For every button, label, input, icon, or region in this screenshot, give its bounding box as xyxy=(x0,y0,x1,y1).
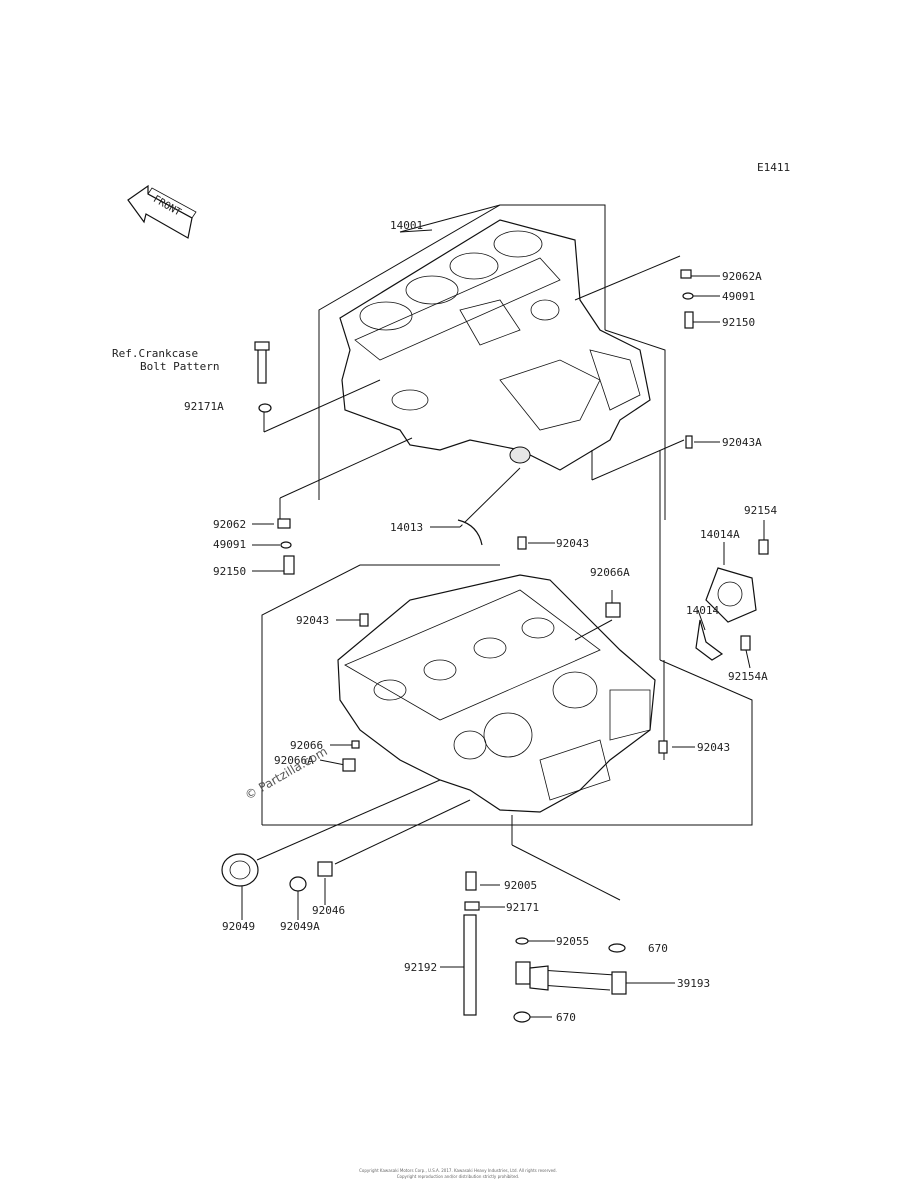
label-92150-top: 92150 xyxy=(722,316,755,329)
label-49091-top: 49091 xyxy=(722,290,755,303)
note-line-1: Ref.Crankcase xyxy=(112,347,198,360)
label-92066: 92066 xyxy=(290,739,323,752)
label-670-a: 670 xyxy=(648,942,668,955)
label-92049A: 92049A xyxy=(280,920,320,933)
label-92043-a: 92043 xyxy=(556,537,589,550)
label-49091: 49091 xyxy=(213,538,246,551)
label-92154A: 92154A xyxy=(728,670,768,683)
footer-line-1: Copyright Kawasaki Motors Corp., U.S.A. … xyxy=(359,1168,557,1173)
label-92005: 92005 xyxy=(504,879,537,892)
label-92046: 92046 xyxy=(312,904,345,917)
watermark: © Partzilla.com xyxy=(243,744,330,802)
lower-group-frame xyxy=(261,450,753,826)
label-92066A-right: 92066A xyxy=(590,566,630,579)
label-14013: 14013 xyxy=(390,521,423,534)
label-92150: 92150 xyxy=(213,565,246,578)
label-92062A: 92062A xyxy=(722,270,762,283)
label-14014A: 14014A xyxy=(700,528,740,541)
small-parts xyxy=(221,269,769,1023)
label-39193: 39193 xyxy=(677,977,710,990)
label-92171: 92171 xyxy=(506,901,539,914)
label-92154: 92154 xyxy=(744,504,777,517)
leader-lines xyxy=(241,229,765,1018)
lower-crankcase xyxy=(337,574,656,813)
label-92043-c: 92043 xyxy=(697,741,730,754)
diagram-code: E1411 xyxy=(757,161,790,174)
front-arrow-icon: FRONT xyxy=(127,184,197,239)
label-92055: 92055 xyxy=(556,935,589,948)
footer-line-2: Copyright reproduction and/or distributi… xyxy=(397,1174,520,1179)
label-92043A: 92043A xyxy=(722,436,762,449)
label-92062: 92062 xyxy=(213,518,246,531)
label-14001: 14001 xyxy=(390,219,423,232)
label-92049: 92049 xyxy=(222,920,255,933)
label-92171A: 92171A xyxy=(184,400,224,413)
label-92066A: 92066A xyxy=(274,754,314,767)
upper-group-frame xyxy=(318,204,666,520)
label-92043-b: 92043 xyxy=(296,614,329,627)
label-92192: 92192 xyxy=(404,961,437,974)
label-14014: 14014 xyxy=(686,604,719,617)
label-670-b: 670 xyxy=(556,1011,576,1024)
upper-crankcase xyxy=(339,219,651,471)
note-line-2: Bolt Pattern xyxy=(140,360,219,373)
